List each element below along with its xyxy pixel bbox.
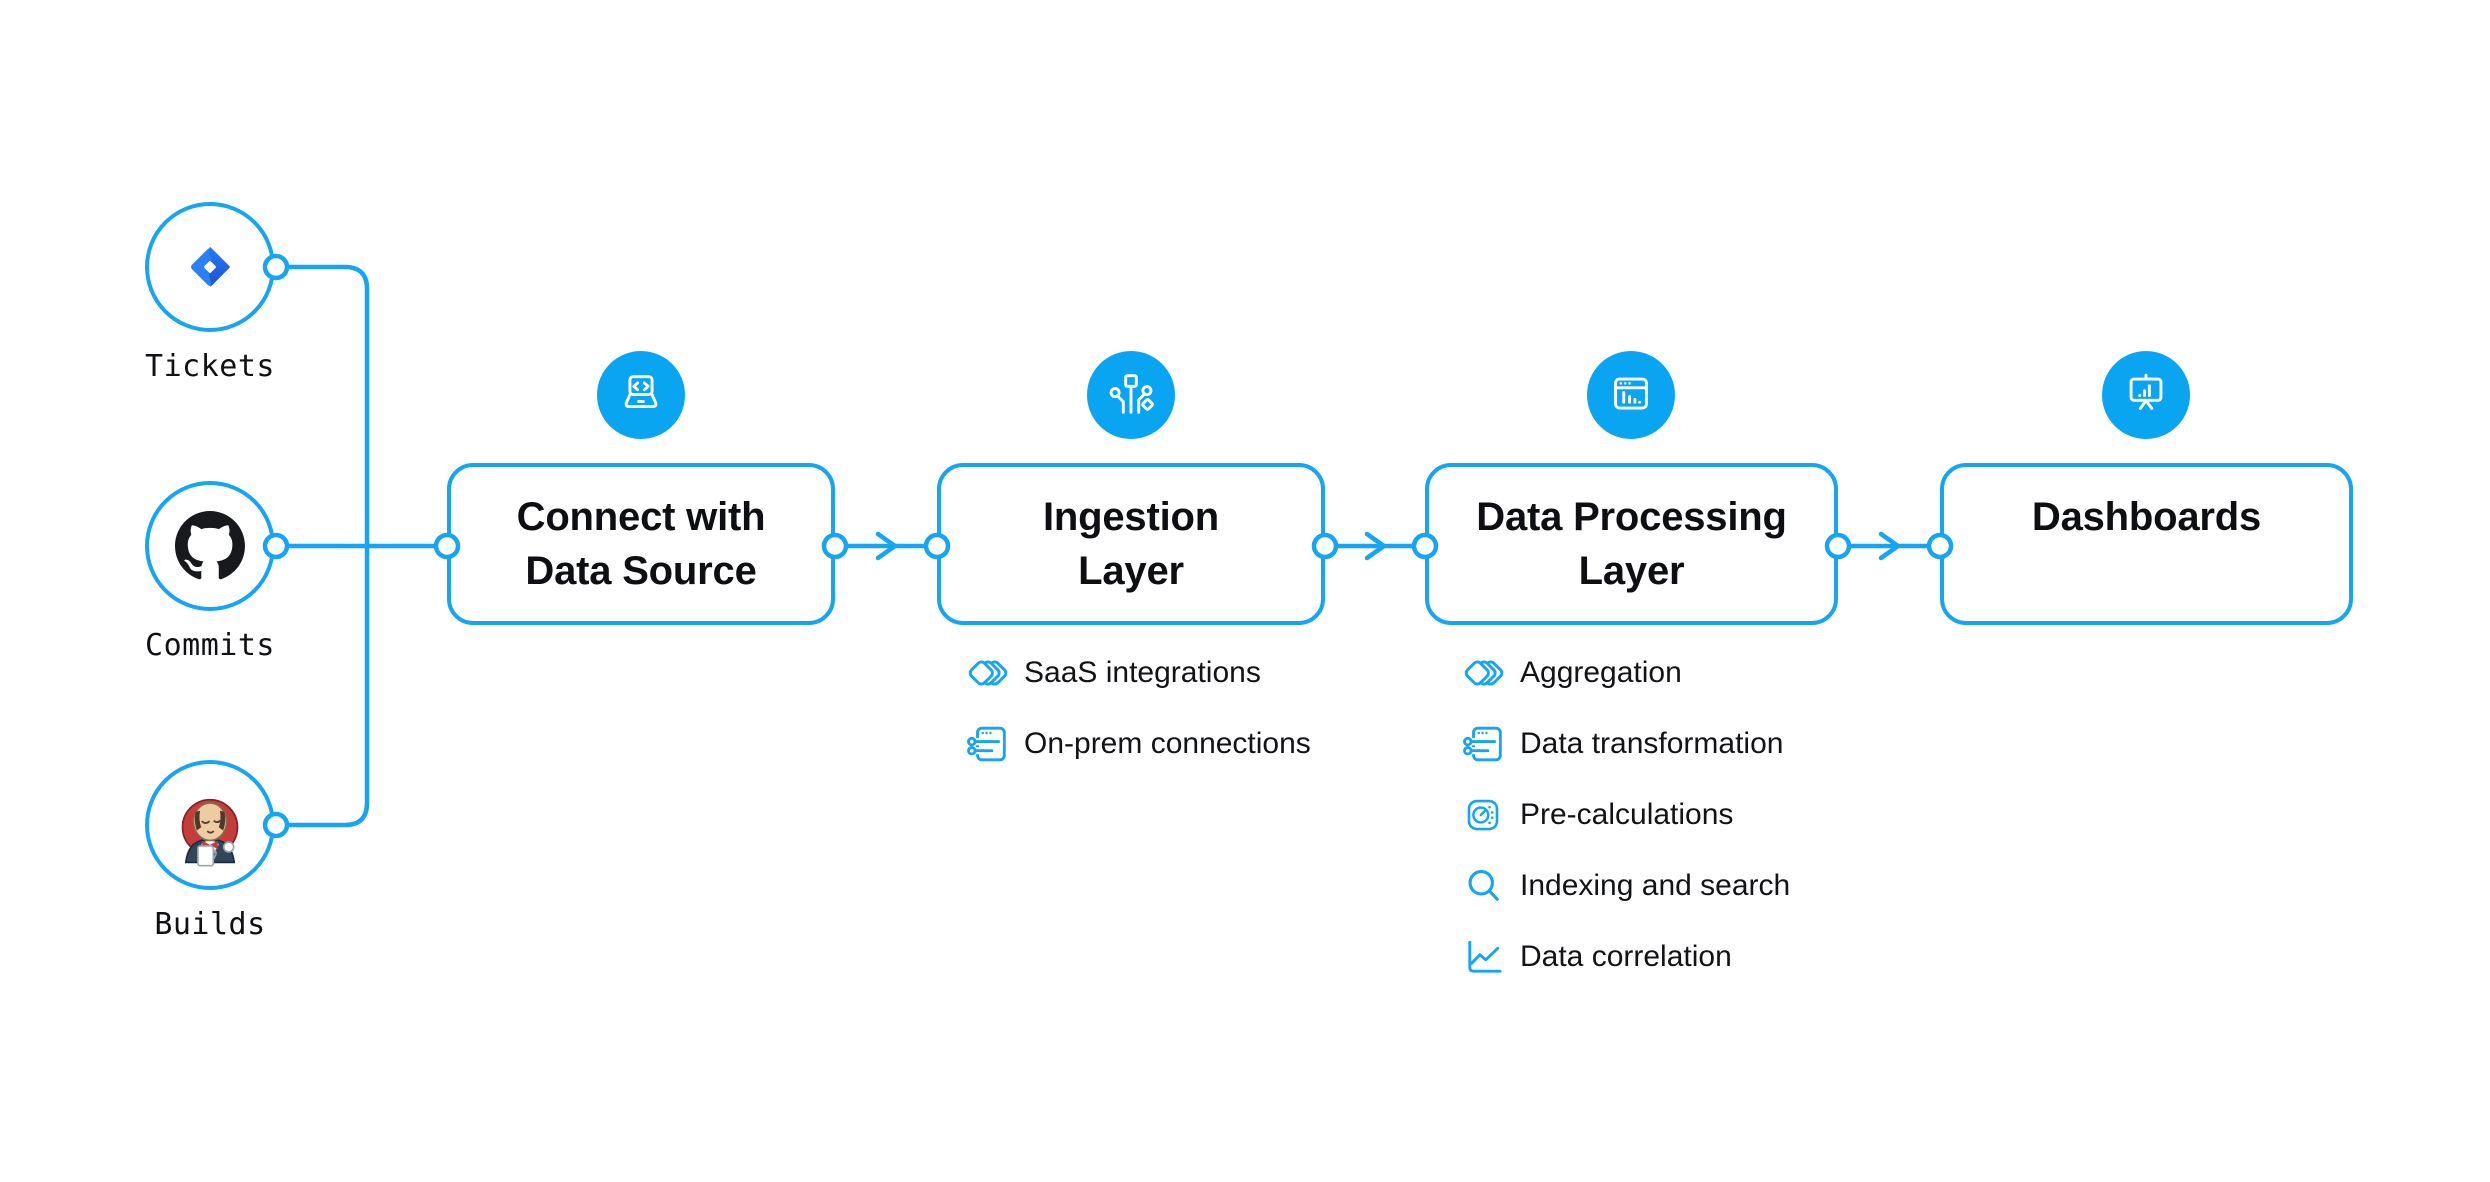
laptop-code-icon: [624, 375, 658, 409]
box-title: Connect with Data Source: [451, 467, 831, 598]
box-title: Ingestion Layer: [941, 467, 1321, 598]
jenkins-icon: [181, 798, 239, 867]
window-sliders-icon: [966, 720, 1012, 768]
stage-icon-dashboards: [2102, 351, 2190, 439]
feature-label: Aggregation: [1520, 656, 1682, 689]
arrow-icon: [1878, 531, 1901, 561]
feature-label: On-prem connections: [1024, 727, 1311, 760]
source-label-builds: Builds: [154, 907, 266, 942]
stacked-diamonds-icon: [1462, 649, 1508, 697]
flow-box-dashboards: Dashboards: [1940, 463, 2353, 625]
source-builds: [145, 760, 275, 890]
flow-box-connect-data-source: Connect with Data Source: [447, 463, 835, 625]
flow-box-data-processing-layer: Data Processing Layer: [1425, 463, 1838, 625]
window-sliders-icon: [1462, 720, 1508, 768]
box-title-line: Data Processing: [1476, 495, 1787, 539]
source-commits: [145, 481, 275, 611]
source-label-commits: Commits: [145, 628, 275, 663]
stage-icon-ingestion: [1087, 351, 1175, 439]
stacked-diamonds-icon: [966, 649, 1012, 697]
feature-label: Data transformation: [1520, 727, 1784, 760]
feature-saas-integrations: SaaS integrations: [966, 649, 1261, 697]
arrow-icon: [1364, 531, 1387, 561]
box-title-line: Data Source: [525, 549, 757, 593]
github-icon: [175, 511, 245, 580]
box-title: Data Processing Layer: [1429, 467, 1834, 598]
feature-data-transformation: Data transformation: [1462, 720, 1783, 768]
arrow-icon: [875, 531, 898, 561]
feature-data-correlation: Data correlation: [1462, 933, 1732, 981]
search-icon: [1462, 862, 1508, 910]
feature-on-prem-connections: On-prem connections: [966, 720, 1311, 768]
presentation-chart-icon: [2129, 373, 2163, 410]
box-title-line: Layer: [1578, 549, 1685, 593]
feature-indexing-and-search: Indexing and search: [1462, 862, 1790, 910]
feature-label: Pre-calculations: [1520, 798, 1734, 831]
circuit-branches-icon: [1109, 374, 1154, 414]
stage-icon-connect: [597, 351, 685, 439]
box-title-line: [1944, 544, 2349, 598]
window-bar-chart-icon: [1614, 377, 1648, 410]
source-tickets: [145, 202, 275, 332]
box-title-line: Ingestion: [1043, 495, 1219, 539]
box-title-line: Dashboards: [2031, 495, 2262, 539]
jira-icon: [191, 246, 231, 288]
box-title-line: Connect with: [516, 495, 766, 539]
box-title: Dashboards: [1944, 467, 2349, 598]
feature-label: Data correlation: [1520, 940, 1732, 973]
box-title-line: Layer: [1078, 549, 1184, 593]
feature-label: SaaS integrations: [1024, 656, 1261, 689]
feature-aggregation: Aggregation: [1462, 649, 1682, 697]
source-label-tickets: Tickets: [145, 349, 275, 384]
stage-icon-processing: [1587, 351, 1675, 439]
feature-pre-calculations: Pre-calculations: [1462, 791, 1733, 839]
feature-label: Indexing and search: [1520, 869, 1791, 902]
line-chart-icon: [1462, 933, 1508, 981]
gauge-icon: [1462, 791, 1508, 839]
flow-box-ingestion-layer: Ingestion Layer: [937, 463, 1325, 625]
